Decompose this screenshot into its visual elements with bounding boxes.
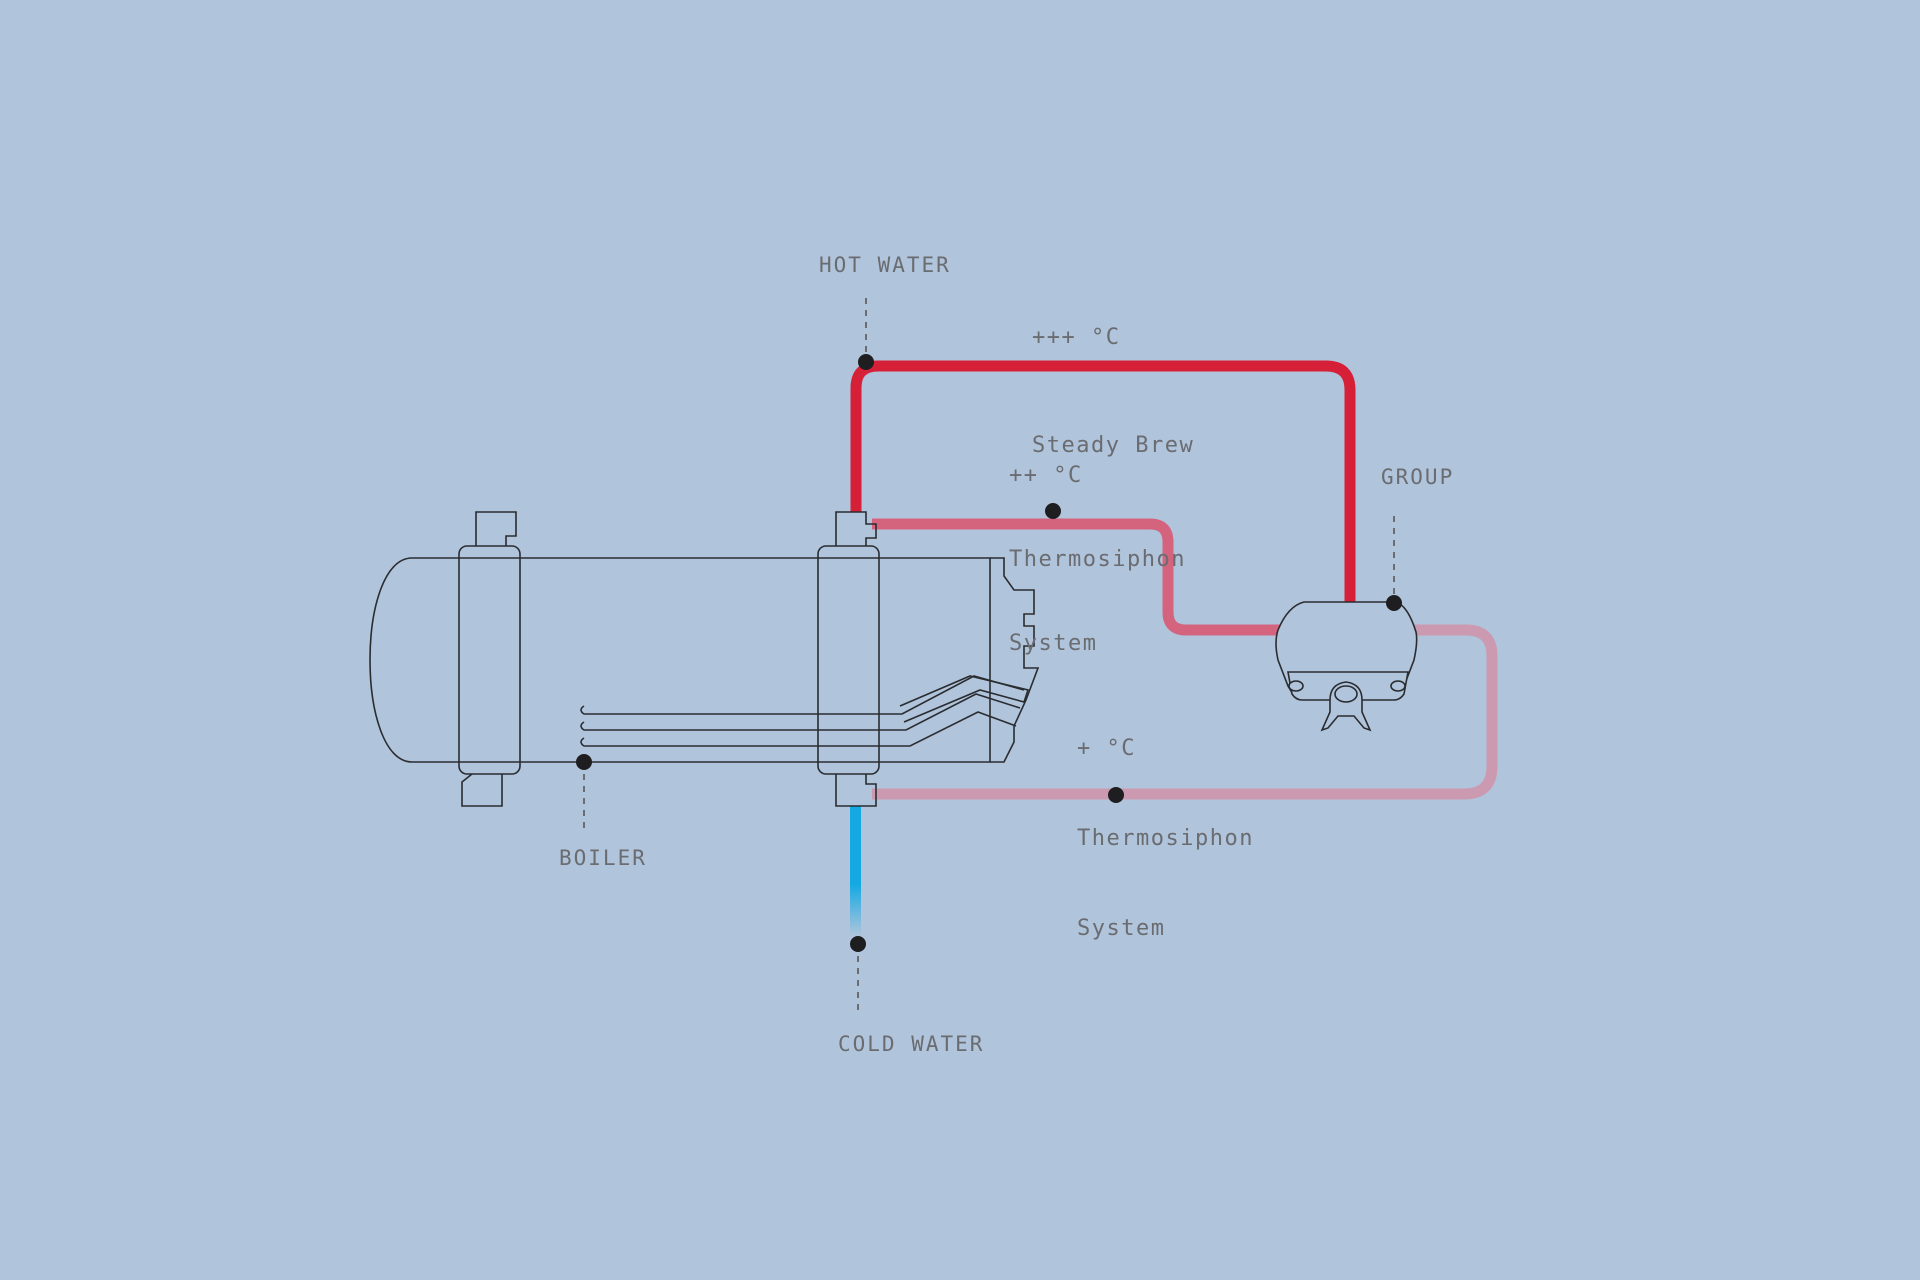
boiler: [369, 511, 1040, 807]
boiler-dot: [576, 754, 592, 770]
group-head: [1275, 601, 1418, 732]
lower-loop-pipe: [872, 624, 1498, 800]
boiler-band-left: [458, 545, 521, 775]
heating-element-tube-2: [580, 693, 1021, 731]
thermosiphon-upper-line1: Thermosiphon: [1009, 547, 1186, 572]
hot-water-dot: [858, 354, 874, 370]
thermosiphon-lower-note: + °C Thermosiphon System: [1077, 674, 1254, 974]
group-label: GROUP: [1381, 465, 1455, 489]
thermosiphon-lower-line1: Thermosiphon: [1077, 826, 1254, 851]
thermosiphon-lower-line2: System: [1077, 916, 1166, 941]
steady-brew-text: Steady Brew: [1032, 433, 1195, 458]
steady-brew-temp: +++ °C: [1032, 325, 1121, 350]
group-portafilter-spout: [1320, 681, 1372, 732]
hot-water-label: HOT WATER: [819, 253, 951, 277]
steady-brew-note: +++ °C Steady Brew: [1032, 248, 1194, 500]
boiler-bracket-bottom-left: [461, 773, 503, 807]
boiler-bracket-bottom-right: [835, 774, 877, 807]
lower-loop-dot: [1108, 787, 1124, 803]
thermosiphon-upper-temp: ++ °C: [1009, 463, 1083, 488]
boiler-bracket-top-right: [835, 511, 877, 546]
boiler-bracket-top-left: [475, 511, 517, 546]
heating-element-tube-1: [580, 675, 1025, 715]
group-spout-cap: [1334, 685, 1358, 703]
upper-loop-dot: [1045, 503, 1061, 519]
cold-water-pipe: [850, 806, 861, 936]
thermosiphon-upper-line2: System: [1009, 631, 1098, 656]
upper-loop-pipe: [872, 518, 1284, 636]
group-dot: [1386, 595, 1402, 611]
heating-element-tube-3: [580, 711, 1017, 747]
cold-water-dot: [850, 936, 866, 952]
hot-water-pipe: [850, 360, 1356, 602]
group-screw-left: [1288, 680, 1304, 692]
heating-element-tube-4: [899, 675, 1030, 723]
thermosiphon-lower-temp: + °C: [1077, 736, 1136, 761]
cold-water-label: COLD WATER: [838, 1032, 985, 1056]
boiler-shell: [369, 557, 991, 763]
thermosiphon-upper-note: ++ °C Thermosiphon System: [1009, 406, 1186, 686]
boiler-end-cap: [990, 557, 1040, 763]
boiler-label: BOILER: [559, 846, 647, 870]
boiler-band-right: [817, 545, 880, 775]
group-screw-right: [1390, 680, 1406, 692]
